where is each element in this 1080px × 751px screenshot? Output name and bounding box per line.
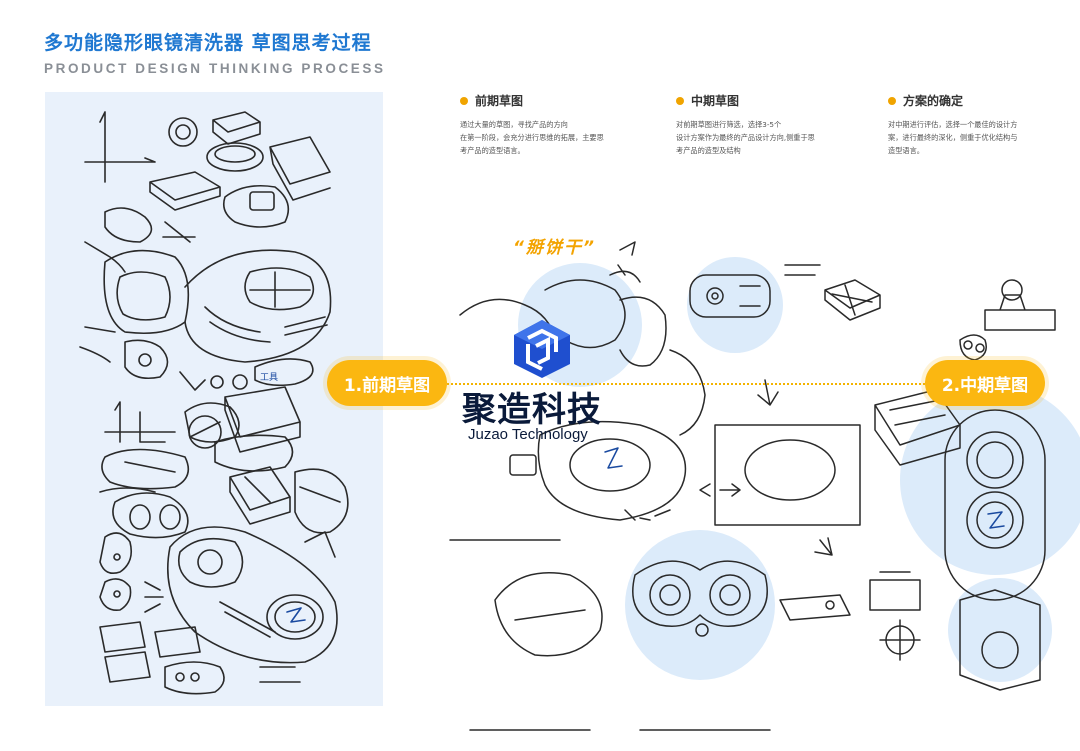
card-line: 对中期进行评估，选择一个最佳的设计方: [888, 120, 1018, 129]
page-title: 多功能隐形眼镜清洗器 草图思考过程: [44, 32, 372, 54]
mid-sketch-illustration: [440, 220, 1080, 751]
company-logo-icon: [514, 320, 570, 378]
card-line: 造型语言。: [888, 146, 924, 155]
svg-text:工具: 工具: [260, 372, 278, 383]
card-title: 方案的确定: [903, 94, 964, 108]
company-watermark: 聚造科技 Juzao Technology: [462, 318, 632, 448]
watermark-cn: 聚造科技: [462, 390, 602, 430]
bullet-dot-icon: [460, 96, 468, 105]
page-subtitle: PRODUCT DESIGN THINKING PROCESS: [44, 61, 386, 76]
nickname-label: “掰饼干”: [513, 238, 596, 258]
card-line: 考产品的造型语言。: [460, 146, 525, 155]
card-title: 中期草图: [691, 94, 740, 108]
card-line: 案，进行最终的深化，侧重于优化结构与: [888, 133, 1018, 142]
watermark-en: Juzao Technology: [468, 426, 588, 443]
stage-label-early: 1.前期草图: [327, 360, 447, 406]
early-sketch-panel: 工具: [45, 92, 383, 706]
bullet-dot-icon: [888, 96, 896, 105]
card-line: 设计方案作为最终的产品设计方向,侧重于思: [676, 133, 815, 142]
card-title: 前期草图: [475, 94, 524, 108]
early-sketch-illustration: 工具: [79, 111, 349, 695]
card-line: 通过大量的草图，寻找产品的方向: [460, 120, 568, 129]
card-line: 对前期草图进行筛选，选择3-5个: [676, 120, 782, 129]
card-final-scheme: 方案的确定 对中期进行评估，选择一个最佳的设计方 案，进行最终的深化，侧重于优化…: [888, 92, 1068, 172]
mid-sketch-drawing: [449, 241, 1080, 731]
card-line: 考产品的造型及结构: [676, 146, 741, 155]
card-early-sketch: 前期草图 通过大量的草图，寻找产品的方向 在第一阶段，会充分进行思维的拓展，主要…: [460, 92, 640, 172]
stage-connector-line: [447, 383, 925, 385]
card-mid-sketch: 中期草图 对前期草图进行筛选，选择3-5个 设计方案作为最终的产品设计方向,侧重…: [676, 92, 856, 172]
card-line: 在第一阶段，会充分进行思维的拓展，主要思: [460, 133, 604, 142]
bullet-dot-icon: [676, 96, 684, 105]
stage-label-mid: 2.中期草图: [925, 360, 1045, 406]
